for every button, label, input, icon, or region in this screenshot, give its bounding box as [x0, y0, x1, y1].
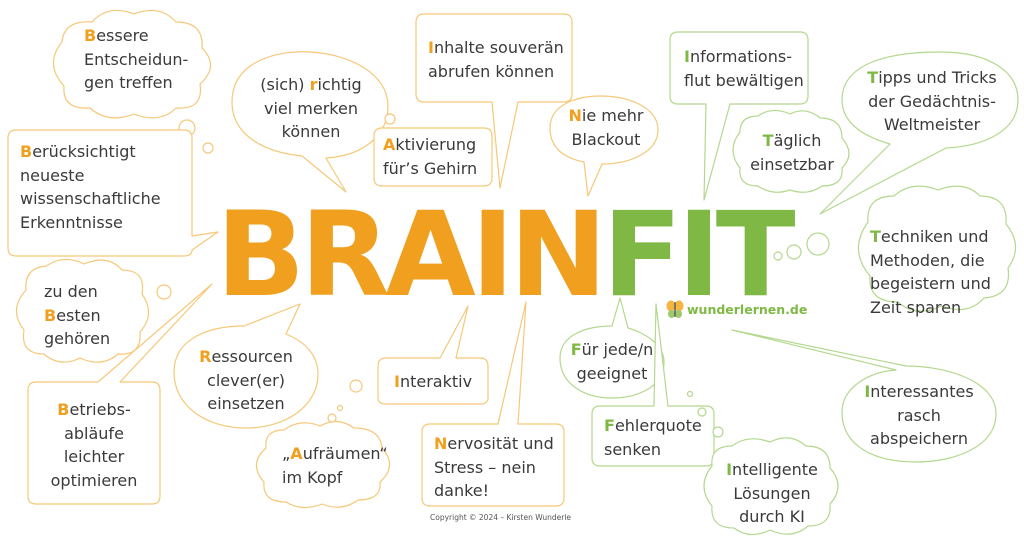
title-fit: FIT	[602, 186, 795, 323]
butterfly-icon	[666, 300, 684, 318]
brainfit-title: BRAINFIT	[216, 196, 796, 313]
speech-bubble-inhalte	[415, 13, 573, 189]
thought-dot	[202, 142, 214, 154]
bubble-text-aufraeumen: „Aufräumen“im Kopf	[282, 444, 388, 487]
speech-bubble-informationsflut	[669, 31, 809, 201]
logo-text: wunderlernen.de	[687, 301, 808, 317]
speech-bubble-betrieb	[27, 283, 213, 505]
thought-dot	[712, 426, 724, 438]
oval-bubble-fuer-jeden	[559, 297, 665, 399]
speech-bubble-fehlerquote	[591, 303, 715, 467]
cloud-bubble-intelligente	[703, 437, 839, 536]
speech-bubble-interaktiv	[377, 305, 489, 405]
cloud-bubble-bessere	[52, 9, 212, 119]
thought-dot	[686, 390, 694, 398]
copyright-notice: Copyright © 2024 – Kirsten Wunderle	[430, 513, 572, 522]
bubble-text-interaktiv: Interaktiv	[394, 372, 473, 391]
thought-dot	[327, 413, 337, 423]
cloud-bubble-techniken	[857, 185, 1017, 312]
thought-dot	[806, 232, 830, 256]
thought-dot	[336, 404, 344, 412]
oval-bubble-ressourcen	[173, 303, 319, 429]
speech-bubble-wissenschaft	[7, 129, 219, 257]
bubble-text-betrieb: Betriebs-abläufe leichter optimieren	[50, 400, 138, 490]
thought-dot	[773, 251, 783, 261]
bubble-text-informationsflut: Informations-flut bewältigen	[684, 47, 804, 90]
thought-dot	[156, 284, 172, 300]
thought-dot	[786, 244, 802, 260]
thought-dot	[349, 379, 363, 393]
wunderlernen-logo: wunderlernen.de	[666, 299, 807, 319]
cloud-bubble-aufraeumen	[255, 420, 391, 509]
cloud-bubble-besten	[15, 258, 150, 363]
oval-bubble-tipps	[819, 51, 1019, 215]
oval-bubble-blackout	[549, 95, 659, 197]
cloud-bubble-taeglich	[732, 109, 850, 193]
speech-bubble-aktivierung	[373, 127, 493, 187]
thought-dot	[697, 407, 707, 417]
title-brain: BRAIN	[216, 186, 607, 323]
thought-dot	[384, 113, 396, 125]
speech-bubble-nervositaet	[421, 301, 565, 507]
oval-bubble-interessantes	[731, 329, 997, 463]
oval-bubble-merken	[231, 51, 389, 193]
